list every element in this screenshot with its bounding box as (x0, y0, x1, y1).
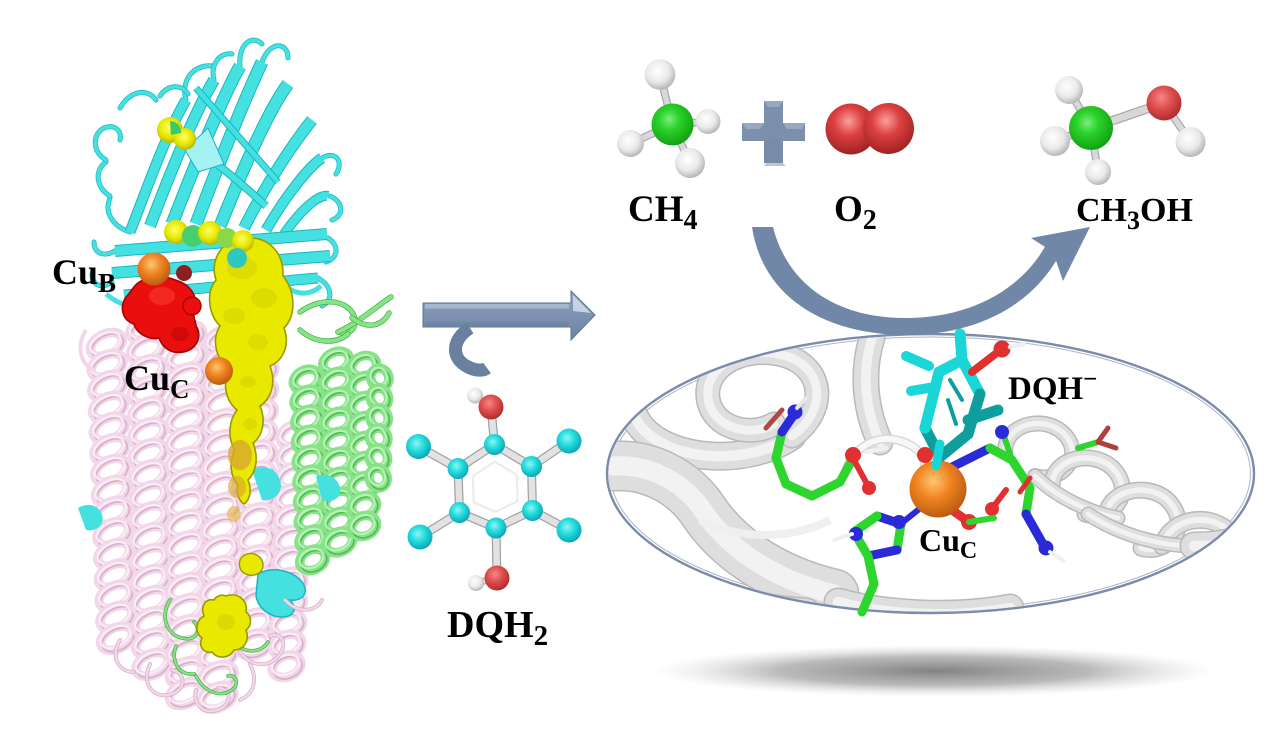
svg-text:DQH2: DQH2 (447, 604, 548, 652)
svg-text:DQH−: DQH− (1008, 366, 1097, 407)
